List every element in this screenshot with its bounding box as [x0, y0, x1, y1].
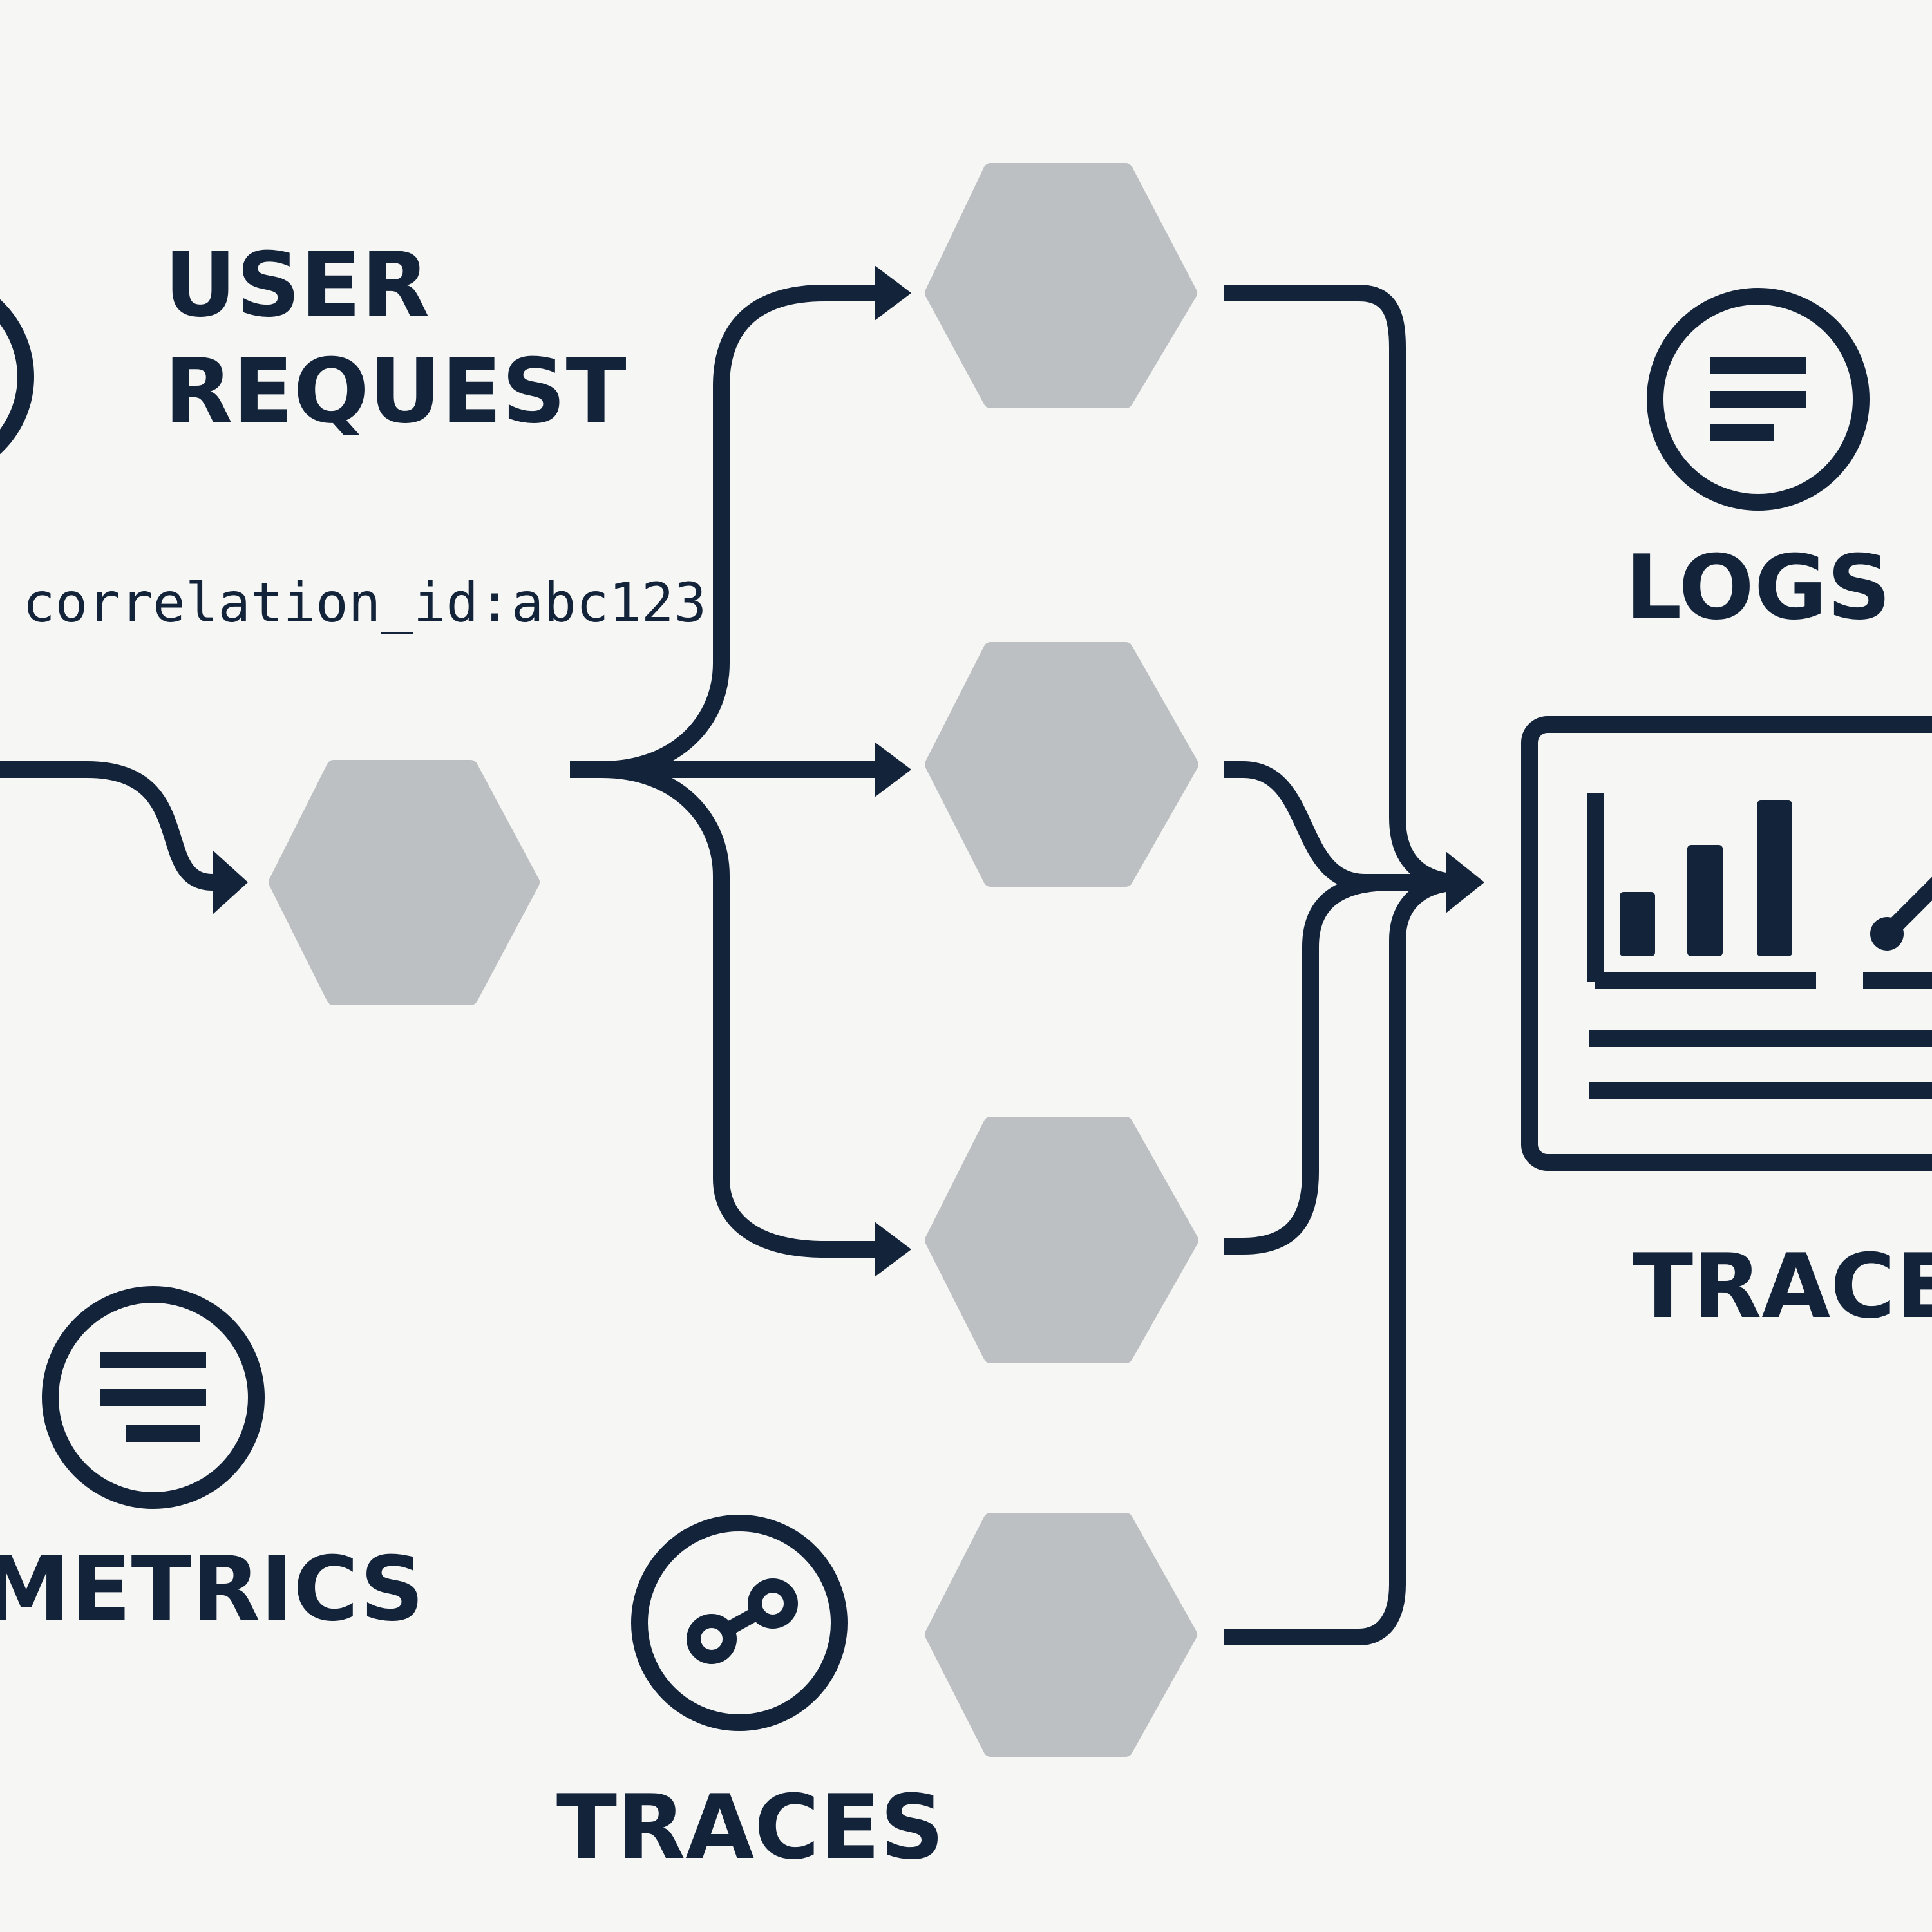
arrowhead-service-1 [875, 265, 911, 321]
merge-line-4 [1224, 874, 1463, 1645]
service-node-1 [925, 163, 1197, 408]
logs-lines-icon [1647, 288, 1870, 511]
logs-label: LOGS [1625, 536, 1891, 639]
fanout-branch-bottom [601, 761, 882, 1258]
service-node-3 [925, 1117, 1198, 1363]
user-circle-icon [0, 299, 34, 455]
service-node-2 [925, 642, 1198, 887]
arrowhead-service-2 [875, 742, 911, 797]
request-arrowhead [213, 850, 248, 914]
fanout-branch-top [601, 285, 882, 778]
dashboard-chart-icon [1521, 716, 1932, 1171]
trace-nodes-icon [631, 1515, 848, 1731]
merge-line-3 [1224, 874, 1392, 1255]
metrics-lines-icon [42, 1286, 265, 1509]
service-node-4 [925, 1513, 1197, 1757]
merge-line-1 [1224, 285, 1463, 891]
collector-arrowhead [1446, 851, 1484, 913]
arrowhead-service-3 [875, 1222, 911, 1277]
user-request-label-line2: REQUEST [164, 339, 627, 443]
user-request-label-line1: USER [164, 233, 430, 337]
merge-line-2 [1224, 761, 1462, 891]
traces-bottom-label: TRACES [556, 1776, 944, 1879]
request-flow-line [0, 761, 213, 891]
traces-right-label: TRACE [1633, 1235, 1932, 1338]
correlation-id-label: correlation_id:abc123 [23, 571, 706, 634]
gateway-service-node [269, 760, 540, 1005]
metrics-label: METRICS [0, 1537, 424, 1641]
